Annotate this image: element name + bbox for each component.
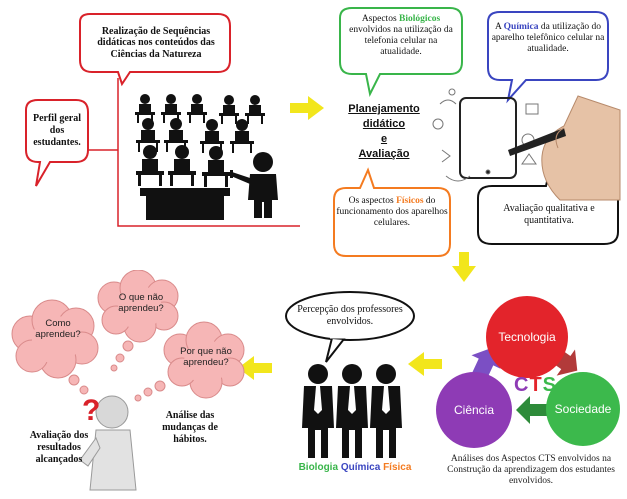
bio-rest: envolvidos na utilização da telefonia ce… [349,25,453,57]
cloud-por-que-nao-aprendeu: Por que não aprendeu? [180,346,232,368]
evaluation-bubble: Avaliação qualitativa e quantitativa. [503,203,595,226]
bio-prefix: Aspectos [361,14,400,24]
phys-prefix: Os aspectos [348,196,397,206]
student-figure [79,395,137,491]
ciencia-label: Ciência [453,403,495,417]
phys-keyword: Físicos [396,196,424,206]
cts-s: S [542,374,558,396]
arrow-left-icon [408,352,442,376]
arrow-left-icon [238,356,272,380]
planning-section [333,7,621,257]
ciencia-circle: Ciência [436,372,512,448]
habits-label: Análise das mudanças de hábitos. [162,410,218,445]
arrow-down-icon [452,252,476,282]
classroom-section [25,13,300,227]
title-bubble: Realização de Sequências didáticas nos c… [97,25,215,60]
hand-illustration [508,95,621,201]
chem-prefix: A [494,22,504,32]
chem-keyword: Química [503,22,539,32]
cts-caption: Análises dos Aspectos CTS envolvidos na … [447,454,615,486]
bio-keyword: Biológicos [399,14,441,24]
planning-line-1: Planejamento [348,103,420,115]
sociedade-circle: Sociedade [546,372,620,446]
eval-results-label: Avaliação dos resultados alcançados [29,430,89,465]
teachers-bubble: Percepção dos professores envolvidos. [297,304,403,327]
planning-line-4: Avaliação [358,148,410,160]
cloud-como-aprendeu: Como aprendeu? [35,318,81,340]
cts-c: C [514,374,530,396]
teachers-section [285,291,415,458]
tech-doodle [432,88,539,182]
classroom-pictogram [135,94,278,220]
planning-line-3: e [380,133,388,145]
label-quimica: Química [340,462,381,473]
arrow-right-icon [290,96,324,120]
tecnologia-label: Tecnologia [498,330,556,344]
teachers-labels: Biologia Química Física [290,462,420,473]
cts-t: T [529,374,543,396]
phys-rest: do funcionamento dos aparelhos celulares… [336,196,448,228]
planning-line-2: didático [362,118,406,130]
cts-center-label: CTS [514,374,557,397]
physics-bubble: Os aspectos Físicos do funcionamento dos… [336,190,448,254]
profile-bubble: Perfil geral dos estudantes. [32,113,82,148]
tecnologia-circle: Tecnologia [486,296,568,378]
student-section: ? [11,270,245,491]
biology-bubble: Aspectos Biológicos envolvidos na utiliz… [343,11,459,71]
planning-label: Planejamento didático e Avaliação [340,102,428,162]
cloud-o-que-nao-aprendeu: O que não aprendeu? [118,292,164,314]
svg-text:?: ? [82,394,100,427]
chem-rest: da utilização do aparelho telefônico cel… [491,22,605,54]
label-biologia: Biologia [298,462,339,473]
chemistry-bubble: A Química da utilização do aparelho tele… [491,16,605,78]
sociedade-label: Sociedade [554,402,612,416]
label-fisica: Física [383,462,412,473]
